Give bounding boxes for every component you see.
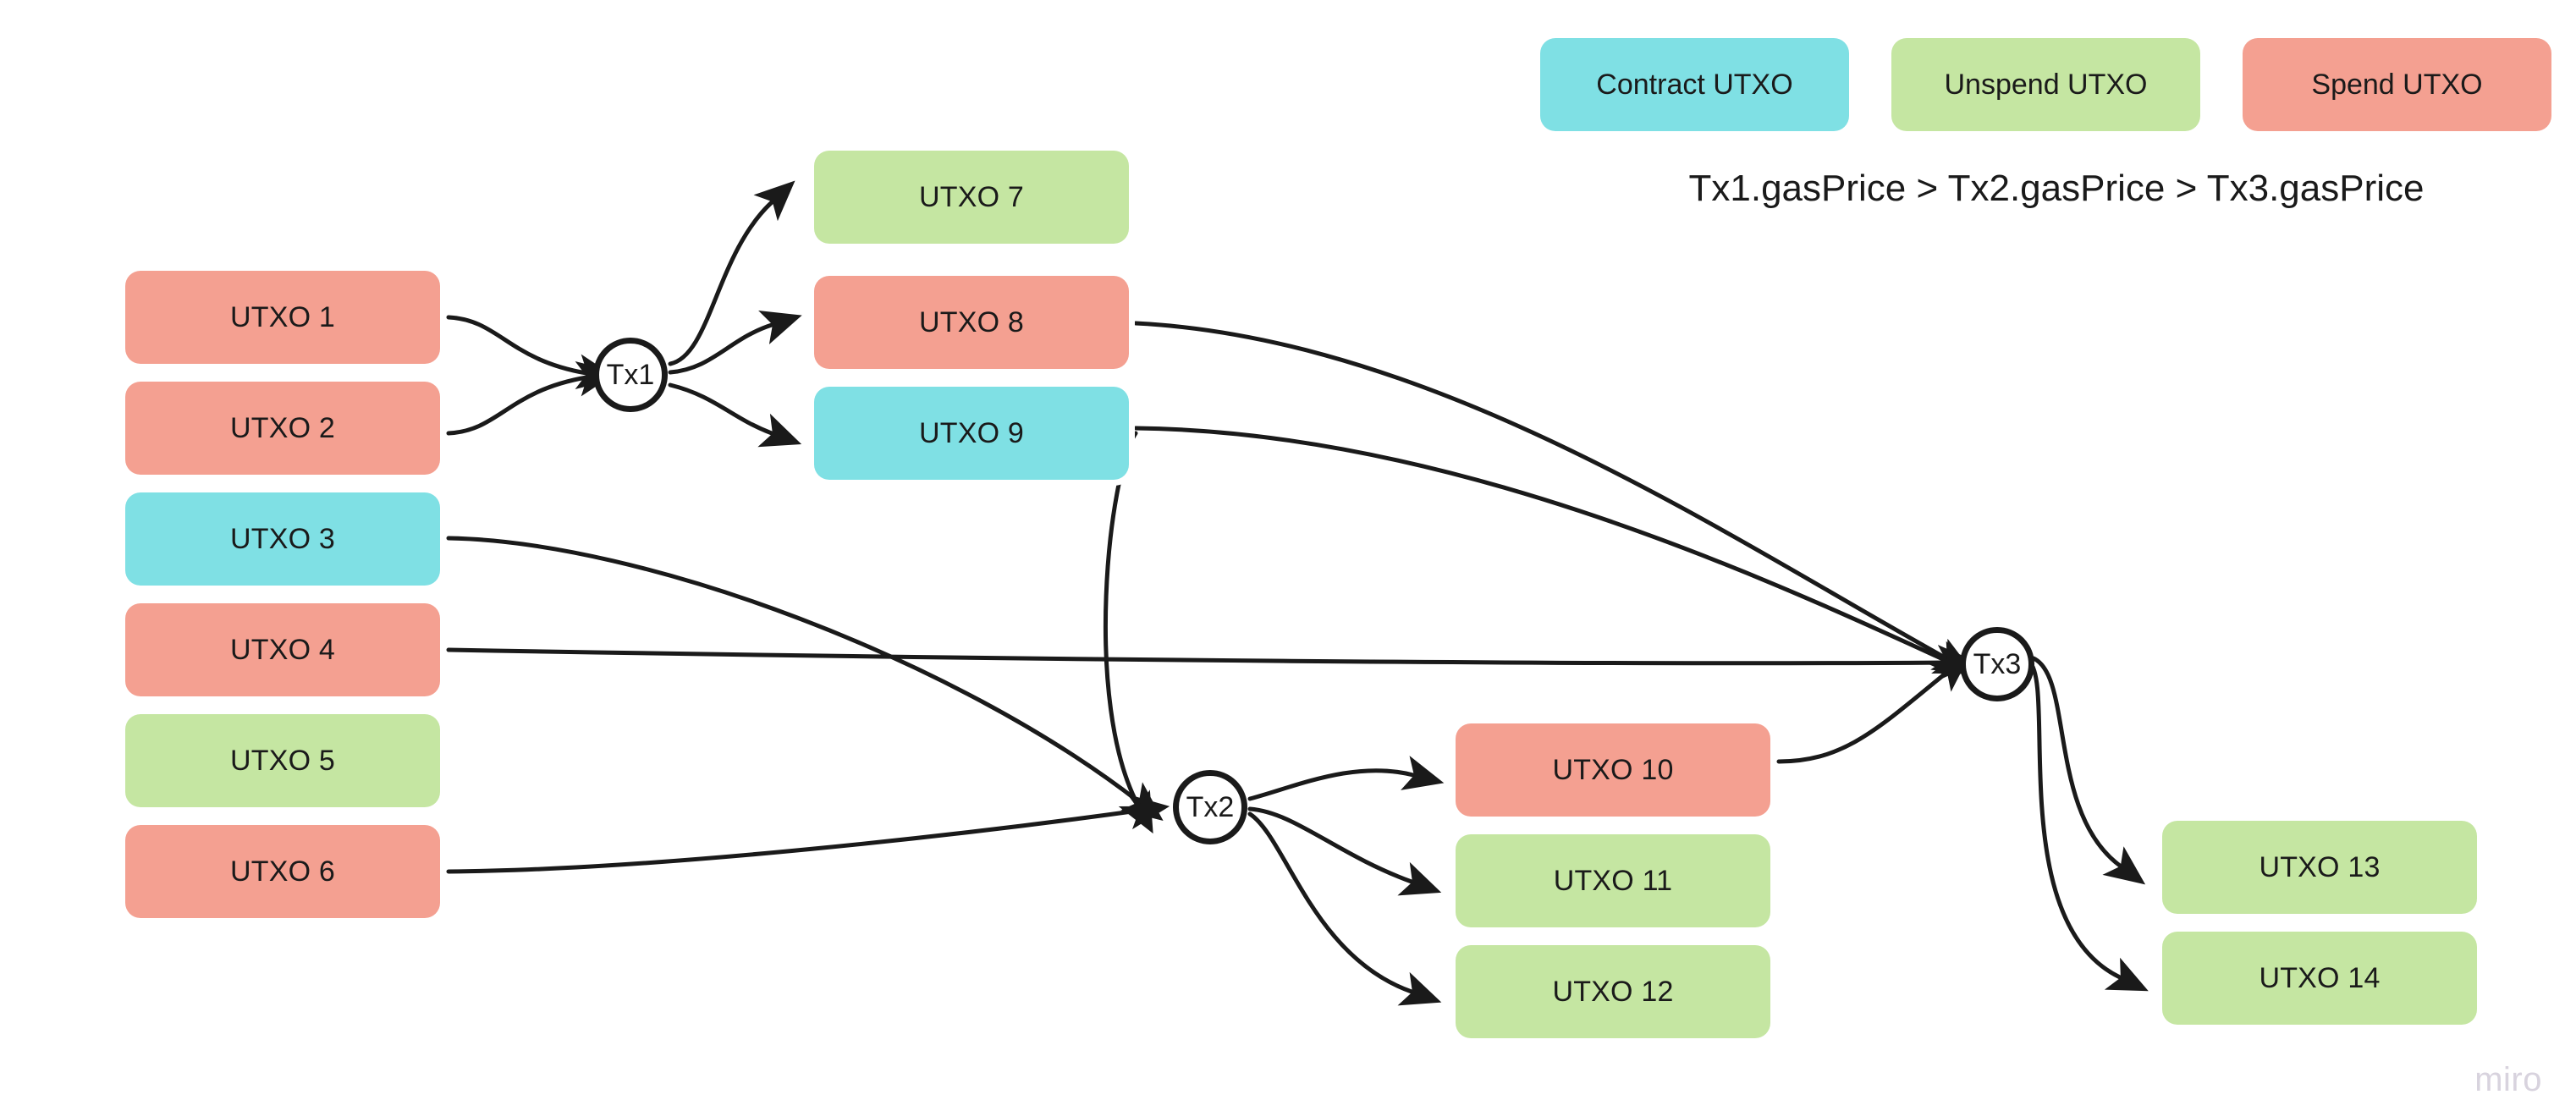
- utxo-label: UTXO 13: [2259, 850, 2381, 883]
- utxo-label: UTXO 8: [918, 305, 1024, 338]
- utxo-node-utxo-2[interactable]: UTXO 2: [125, 382, 440, 475]
- gas-price-formula: Tx1.gasPrice > Tx2.gasPrice > Tx3.gasPri…: [1688, 168, 2425, 209]
- edge-tx2-to-utxo-11: [1247, 806, 1442, 896]
- edge-utxo-4-to-tx3: [446, 645, 1979, 681]
- utxo-node-utxo-3[interactable]: UTXO 3: [125, 492, 440, 586]
- utxo-label: UTXO 5: [229, 744, 335, 777]
- legend-label: Contract UTXO: [1596, 68, 1793, 101]
- utxo-node-utxo-7[interactable]: UTXO 7: [814, 151, 1129, 244]
- utxo-label: UTXO 6: [229, 855, 335, 888]
- legend-label: Unspend UTXO: [1944, 68, 2148, 101]
- transaction-label: Tx1: [606, 358, 655, 391]
- utxo-node-utxo-4[interactable]: UTXO 4: [125, 603, 440, 696]
- utxo-node-utxo-6[interactable]: UTXO 6: [125, 825, 440, 918]
- utxo-node-utxo-11[interactable]: UTXO 11: [1456, 834, 1770, 927]
- edge-utxo-8-to-tx3: [1133, 321, 1974, 674]
- legend-label: Spend UTXO: [2311, 68, 2483, 101]
- legend-item-unspend[interactable]: Unspend UTXO: [1891, 38, 2200, 131]
- utxo-node-utxo-8[interactable]: UTXO 8: [814, 276, 1129, 369]
- utxo-label: UTXO 3: [229, 522, 335, 555]
- utxo-node-utxo-1[interactable]: UTXO 1: [125, 271, 440, 364]
- utxo-label: UTXO 14: [2259, 961, 2381, 994]
- utxo-node-utxo-14[interactable]: UTXO 14: [2162, 932, 2477, 1025]
- edge-utxo-9-to-tx3: [1133, 426, 1976, 674]
- edge-tx2-to-utxo-12: [1247, 811, 1442, 1006]
- utxo-label: UTXO 9: [918, 416, 1024, 449]
- legend-item-spend[interactable]: Spend UTXO: [2243, 38, 2551, 131]
- edge-tx2-to-utxo-10: [1247, 756, 1445, 801]
- utxo-label: UTXO 7: [918, 180, 1024, 213]
- miro-watermark: miro: [2474, 1061, 2542, 1098]
- utxo-node-utxo-5[interactable]: UTXO 5: [125, 714, 440, 807]
- utxo-label: UTXO 2: [229, 411, 335, 444]
- edge-utxo-10-to-tx3: [1776, 652, 1972, 764]
- utxo-node-utxo-9[interactable]: UTXO 9: [814, 387, 1129, 480]
- transaction-node-tx2[interactable]: Tx2: [1173, 770, 1247, 844]
- transaction-label: Tx2: [1186, 790, 1235, 823]
- edge-utxo-1-to-tx1: [446, 315, 618, 389]
- transaction-node-tx3[interactable]: Tx3: [1960, 627, 2034, 701]
- utxo-node-utxo-13[interactable]: UTXO 13: [2162, 821, 2477, 914]
- utxo-label: UTXO 10: [1552, 753, 1674, 786]
- edge-tx1-to-utxo-7: [668, 180, 795, 366]
- edge-utxo-9-to-tx2: [1104, 431, 1153, 834]
- transaction-node-tx1[interactable]: Tx1: [593, 338, 668, 412]
- edge-utxo-2-to-tx1: [446, 361, 618, 436]
- edge-utxo-6-to-tx2: [446, 794, 1170, 874]
- transaction-label: Tx3: [1973, 647, 2022, 680]
- edge-utxo-3-to-tx2: [446, 536, 1164, 821]
- edge-tx3-to-utxo-13: [2031, 656, 2146, 885]
- utxo-node-utxo-10[interactable]: UTXO 10: [1456, 723, 1770, 817]
- utxo-label: UTXO 11: [1553, 864, 1673, 897]
- utxo-label: UTXO 4: [229, 633, 335, 666]
- utxo-label: UTXO 12: [1552, 975, 1674, 1008]
- edge-tx1-to-utxo-9: [668, 382, 802, 448]
- edge-tx3-to-utxo-14: [2027, 659, 2149, 992]
- legend-item-contract[interactable]: Contract UTXO: [1540, 38, 1849, 131]
- utxo-label: UTXO 1: [229, 300, 335, 333]
- utxo-node-utxo-12[interactable]: UTXO 12: [1456, 945, 1770, 1038]
- edge-tx1-to-utxo-8: [668, 311, 802, 375]
